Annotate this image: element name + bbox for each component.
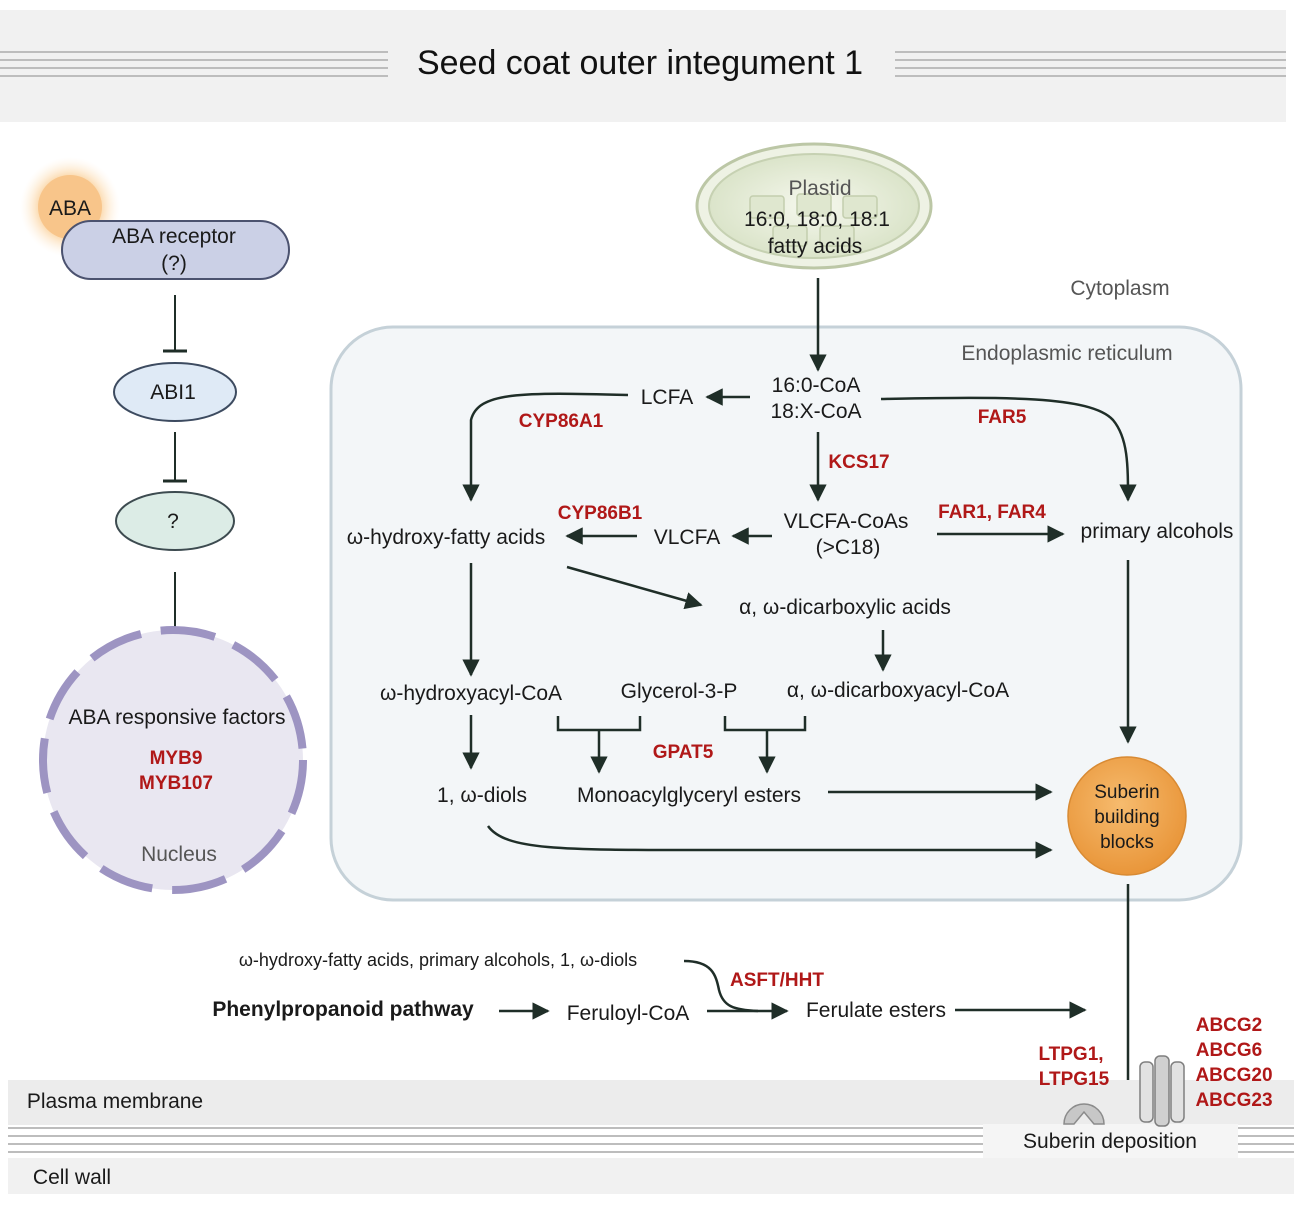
nucleus-shape — [39, 626, 307, 894]
dicarboxylic-acids: α, ω-dicarboxylic acids — [739, 596, 951, 619]
abcg-transporter-icon — [1139, 1055, 1185, 1127]
gene-cyp86b1: CYP86B1 — [558, 503, 643, 524]
coa-16-0: 16:0-CoA — [772, 374, 861, 397]
title-band — [0, 10, 1286, 122]
cell-wall-label: Cell wall — [33, 1166, 111, 1189]
cell-wall-band — [8, 1158, 1294, 1194]
aba-receptor-shape — [61, 220, 290, 280]
vlcfa-coas-chain: (>C18) — [816, 536, 881, 559]
gene-ltpg15: LTPG15 — [1039, 1069, 1110, 1090]
diagram-title: Seed coat outer integument 1 — [417, 44, 863, 82]
hydroxy-fatty-acids: ω-hydroxy-fatty acids — [347, 526, 545, 549]
coa-18-x: 18:X-CoA — [770, 400, 861, 423]
suberin-label-1: Suberin — [1094, 782, 1160, 803]
ferulate-esters: Ferulate esters — [806, 999, 946, 1022]
unknown-factor-shape — [115, 491, 235, 551]
suberin-label-3: blocks — [1100, 832, 1154, 853]
gene-myb107: MYB107 — [139, 773, 213, 794]
vlcfa-coas: VLCFA-CoAs — [784, 510, 909, 533]
gene-myb9: MYB9 — [150, 748, 203, 769]
er-label: Endoplasmic reticulum — [961, 342, 1172, 365]
plastid-shape — [695, 142, 933, 270]
gene-far1-far4: FAR1, FAR4 — [938, 502, 1046, 523]
gene-abcg6: ABCG6 — [1196, 1040, 1263, 1061]
gene-abcg2: ABCG2 — [1196, 1015, 1263, 1036]
vlcfa: VLCFA — [654, 526, 721, 549]
lcfa: LCFA — [641, 386, 694, 409]
responsive-factors-label: ABA responsive factors — [68, 706, 285, 729]
feruloyl-coa: Feruloyl-CoA — [567, 1002, 690, 1025]
plastid-label: Plastid — [788, 177, 851, 200]
plastid-fatty-acids-types: 16:0, 18:0, 18:1 — [744, 208, 890, 231]
gene-ltpg1: LTPG1, — [1038, 1044, 1103, 1065]
gene-gpat5: GPAT5 — [653, 742, 714, 763]
glycerol-3-p: Glycerol-3-P — [621, 680, 738, 703]
ltpg-protein-icon — [1063, 1103, 1105, 1125]
ferulate-substrates: ω-hydroxy-fatty acids, primary alcohols,… — [239, 950, 637, 970]
aba-label: ABA — [49, 197, 91, 220]
suberin-label-2: building — [1094, 807, 1160, 828]
suberin-building-blocks-shape — [1067, 756, 1187, 876]
gene-asft-hht: ASFT/HHT — [730, 970, 824, 991]
aba-receptor-label: ABA receptor — [112, 225, 236, 248]
diols: 1, ω-diols — [437, 784, 527, 807]
primary-alcohols: primary alcohols — [1081, 520, 1234, 543]
phenylpropanoid-pathway: Phenylpropanoid pathway — [212, 998, 474, 1021]
gene-cyp86a1: CYP86A1 — [519, 411, 604, 432]
cytoplasm-label: Cytoplasm — [1070, 277, 1169, 300]
plasma-membrane-label: Plasma membrane — [27, 1090, 203, 1113]
abi1-shape — [113, 362, 237, 422]
gene-kcs17: KCS17 — [828, 452, 889, 473]
gene-far5: FAR5 — [978, 407, 1027, 428]
nucleus-label: Nucleus — [141, 843, 217, 866]
abi1-label: ABI1 — [150, 381, 196, 404]
pathway-arrows — [462, 278, 1137, 859]
er-compartment — [329, 325, 1243, 902]
suberin-deposition-box — [983, 1124, 1238, 1158]
hydroxyacyl-coa: ω-hydroxyacyl-CoA — [380, 682, 562, 705]
dicarboxyacyl-coa: α, ω-dicarboxyacyl-CoA — [787, 679, 1009, 702]
gene-abcg23: ABCG23 — [1195, 1090, 1272, 1111]
aba-receptor-unknown: (?) — [161, 252, 187, 275]
monoacylglyceryl-esters: Monoacylglyceryl esters — [577, 784, 801, 807]
gene-abcg20: ABCG20 — [1195, 1065, 1272, 1086]
unknown-factor-label: ? — [167, 510, 179, 533]
suberin-deposition: Suberin deposition — [1023, 1130, 1197, 1153]
plastid-fatty-acids-label: fatty acids — [768, 235, 863, 258]
